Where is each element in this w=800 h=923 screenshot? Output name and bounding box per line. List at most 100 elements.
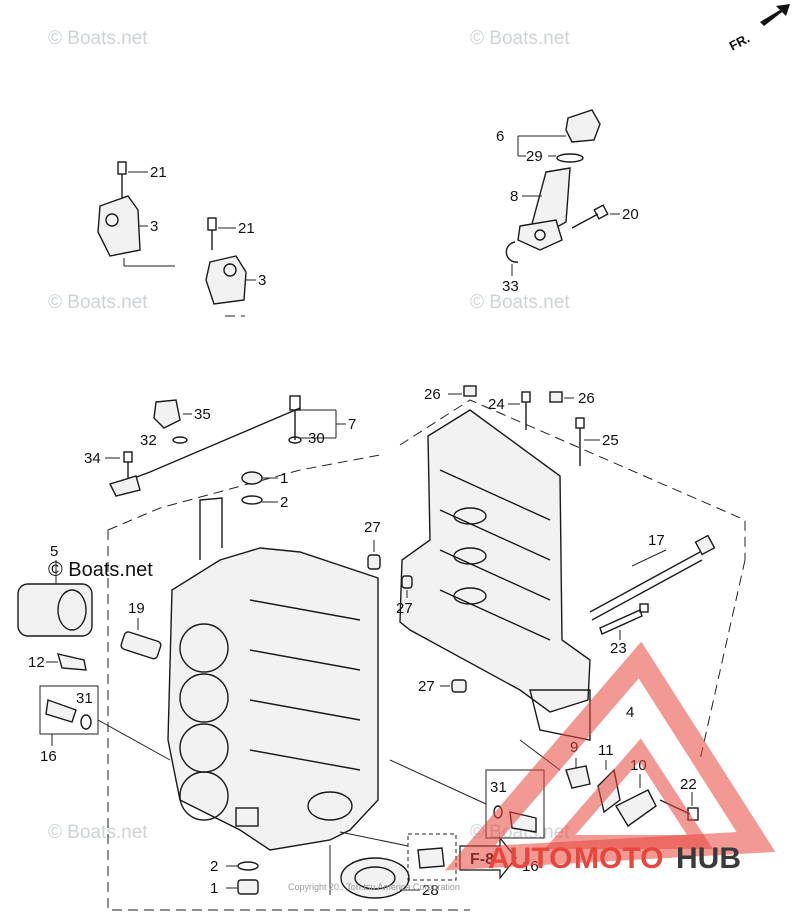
oil-filler-cap (565, 109, 601, 143)
callout-11: 11 (598, 742, 614, 759)
callout-12: 12 (28, 654, 45, 671)
cylinder-bore-1 (179, 623, 229, 673)
bracket-3-lower (205, 255, 247, 305)
sensor-16-left-group (39, 685, 171, 761)
cylinder-bore-2 (179, 673, 229, 723)
cylinder-bore-4 (179, 771, 229, 821)
callout-2-lower: 2 (210, 858, 218, 875)
washer-2-lower (237, 861, 259, 871)
brand-logo: AUTO MOTO HUB (444, 641, 776, 875)
plug-1-upper (241, 471, 263, 485)
callout-3-lower: 3 (258, 272, 266, 289)
bracket-3-lower-hole (223, 263, 237, 277)
bolt-21-upper-head (117, 161, 127, 175)
brand-auto: AUTO (488, 842, 572, 875)
callout-7: 7 (348, 416, 356, 433)
callout-6: 6 (496, 128, 504, 145)
bracket-3-upper (97, 195, 141, 257)
bolt-24-head (521, 391, 531, 403)
callout-26-left: 26 (424, 386, 441, 403)
watermarks: © Boats.net © Boats.net © Boats.net © Bo… (48, 28, 570, 843)
cylinder-block (167, 497, 379, 851)
nut-26-left (463, 385, 477, 397)
brand-hub: HUB (676, 842, 741, 875)
o-ring-31-left (80, 714, 92, 730)
callout-27-mid: 27 (396, 600, 413, 617)
callout-8: 8 (510, 188, 518, 205)
crankcase (399, 409, 591, 741)
watermark-mid-right: © Boats.net (470, 292, 570, 313)
callout-28: 28 (422, 882, 439, 899)
watermark-filter: © Boats.net (48, 559, 153, 581)
sensor-12 (57, 653, 87, 671)
brand-moto: MOTO (574, 842, 663, 875)
dowel-27-a (367, 554, 381, 570)
oil-seal-group (329, 831, 420, 899)
callout-30: 30 (308, 430, 325, 447)
brand-triangle-outer (444, 641, 776, 871)
oil-filler-group (505, 109, 620, 276)
oil-filter-stud-19 (120, 631, 162, 660)
bracket-group-upper (97, 161, 175, 267)
boundary-top-right (399, 399, 746, 560)
callout-1-upper: 1 (280, 470, 288, 487)
dipstick-group (105, 395, 346, 497)
watermark-mid-left: © Boats.net (48, 292, 148, 313)
callout-labels: 21 3 21 3 6 29 8 20 33 35 32 34 7 30 1 2… (28, 128, 697, 899)
block-ribs (249, 599, 361, 771)
bolt-17-head (694, 534, 716, 556)
crankcase-body (399, 409, 591, 713)
callout-21-lower: 21 (238, 220, 255, 237)
callout-31-right: 31 (490, 779, 507, 796)
plug-upper (241, 471, 278, 505)
dowel-pins (367, 540, 467, 693)
crankcase-ribs (439, 469, 551, 641)
block-lower-bore (307, 791, 353, 821)
callout-23: 23 (610, 640, 627, 657)
arrow-icon (760, 4, 790, 26)
bolt-21-lower-head (207, 217, 217, 231)
fr-label: FR. (727, 30, 753, 53)
oil-filter-group (17, 560, 93, 637)
callout-4: 4 (626, 704, 634, 721)
bracket-3-upper-hole (105, 213, 119, 227)
washer-2-upper (241, 495, 263, 505)
callout-31-left: 31 (76, 690, 93, 707)
callout-3-upper: 3 (150, 218, 158, 235)
callout-29: 29 (526, 148, 543, 165)
callout-21-upper: 21 (150, 164, 167, 181)
callout-22: 22 (680, 776, 697, 793)
dowel-27-c (451, 679, 467, 693)
callout-25: 25 (602, 432, 619, 449)
bolt-20-shaft (571, 213, 599, 229)
bolt-25-head (575, 417, 585, 429)
bolt-20-head (593, 204, 609, 220)
callout-34: 34 (84, 450, 101, 467)
callout-32: 32 (140, 432, 157, 449)
oil-seal-28 (340, 857, 410, 899)
callout-5: 5 (50, 543, 58, 560)
bolt-23 (599, 609, 643, 635)
dipstick-bracket-34 (109, 475, 141, 497)
callout-27-lower: 27 (418, 678, 435, 695)
washer-32 (172, 436, 188, 444)
brand-triangle-inner (544, 738, 713, 849)
block-body (167, 547, 379, 851)
boundary-right (699, 559, 746, 761)
sensor-16-left (45, 699, 77, 723)
part-9 (565, 765, 591, 789)
plug-lower (226, 861, 259, 895)
dowel-27-b (401, 575, 413, 589)
plug-1-lower (237, 879, 259, 895)
watermark-top-right: © Boats.net (470, 28, 570, 49)
o-ring-29 (556, 153, 584, 163)
callout-33: 33 (502, 278, 519, 295)
copyright-text: Copyright 20.. Toh.tsu America Corporati… (288, 882, 460, 892)
oil-filter-5 (17, 583, 93, 637)
block-top-tab (199, 497, 223, 560)
callout-26-right: 26 (578, 390, 595, 407)
callout-16-left: 16 (40, 748, 57, 765)
oil-filler-flange (517, 219, 563, 251)
callout-27-upper: 27 (364, 519, 381, 536)
